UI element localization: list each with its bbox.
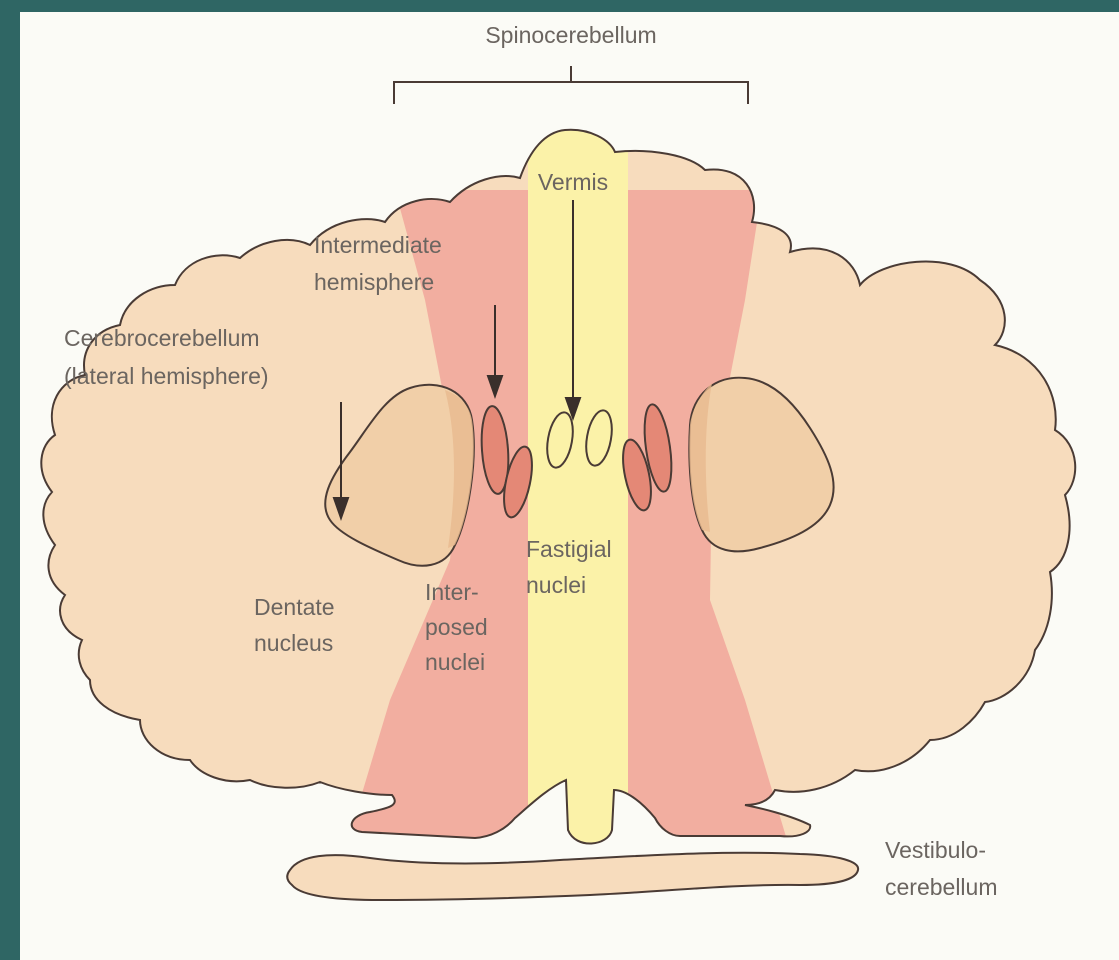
label-cerebrocerebellum-line2: (lateral hemisphere) bbox=[64, 363, 269, 389]
label-dentate-line2: nucleus bbox=[254, 630, 333, 656]
label-vermis: Vermis bbox=[538, 169, 608, 195]
label-vestibulo-line2: cerebellum bbox=[885, 874, 998, 900]
label-intermediate-line2: hemisphere bbox=[314, 269, 434, 295]
label-fastigial-line2: nuclei bbox=[526, 572, 586, 598]
label-dentate-line1: Dentate bbox=[254, 594, 335, 620]
label-intermediate-line1: Intermediate bbox=[314, 232, 442, 258]
vestibulocerebellum-lobe bbox=[287, 853, 858, 900]
label-interposed-line2: posed bbox=[425, 614, 488, 640]
spinocerebellum-bracket bbox=[394, 66, 748, 104]
label-cerebrocerebellum-line1: Cerebrocerebellum bbox=[64, 325, 260, 351]
vermis-zone bbox=[528, 120, 628, 850]
label-interposed-line3: nuclei bbox=[425, 649, 485, 675]
label-vestibulo-line1: Vestibulo- bbox=[885, 837, 986, 863]
label-interposed-line1: Inter- bbox=[425, 579, 479, 605]
label-fastigial-line1: Fastigial bbox=[526, 536, 612, 562]
label-spinocerebellum: Spinocerebellum bbox=[485, 22, 656, 48]
